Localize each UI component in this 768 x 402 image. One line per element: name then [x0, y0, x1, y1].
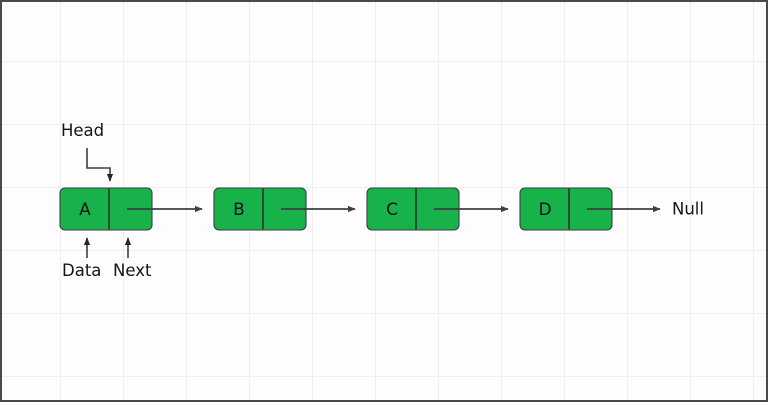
head-pointer-line — [86, 148, 114, 182]
list-node-b[interactable]: B — [213, 187, 307, 231]
list-node-c[interactable]: C — [366, 187, 460, 231]
next-label: Next — [113, 261, 152, 280]
null-terminator-label: Null — [672, 200, 704, 219]
head-label: Head — [61, 121, 104, 140]
data-label: Data — [62, 261, 101, 280]
node-a-label: A — [79, 200, 91, 220]
node-d-label: D — [538, 200, 551, 220]
node-b-label: B — [233, 200, 245, 220]
list-node-d[interactable]: D — [519, 187, 613, 231]
node-c-label: C — [386, 200, 398, 220]
